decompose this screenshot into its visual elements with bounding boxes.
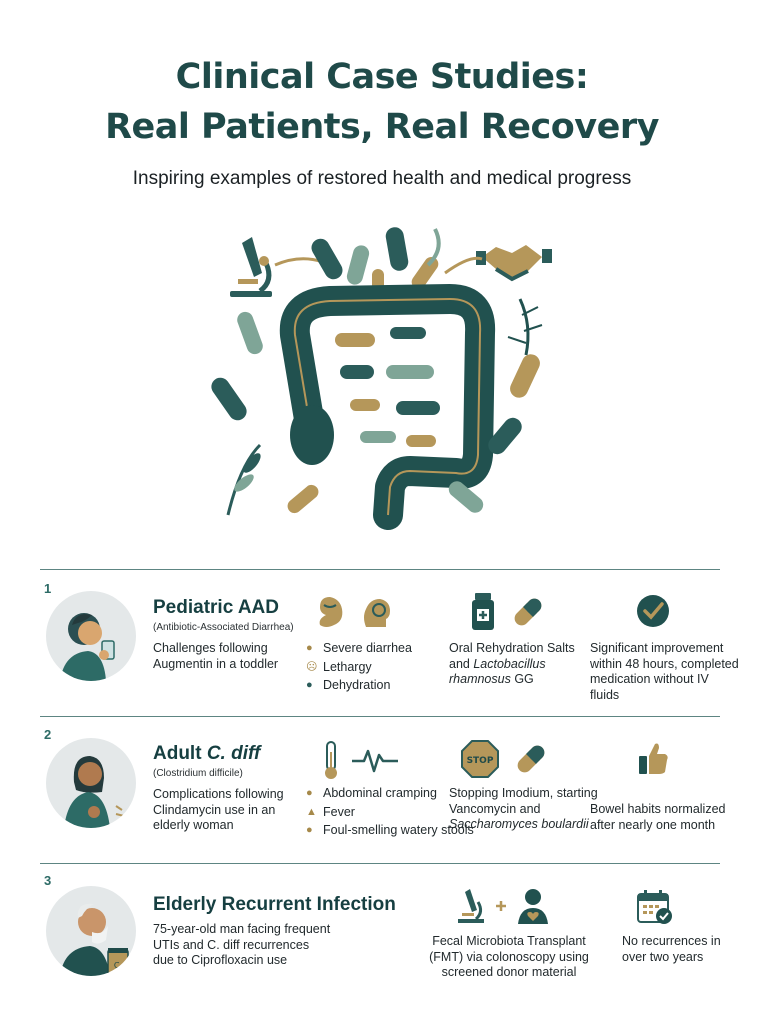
- stool-icon: ●: [306, 824, 313, 836]
- capsule-icon: [517, 745, 545, 773]
- flame-icon: ▲: [306, 805, 317, 818]
- case-description: Challenges following Augmentin in a todd…: [153, 641, 279, 671]
- divider: [40, 569, 720, 570]
- stomach-icon: ●: [306, 642, 313, 654]
- list-item: ▲Fever: [306, 804, 355, 819]
- list-item: ●Foul-smelling watery stools: [306, 823, 474, 837]
- case-number: 1: [44, 581, 52, 596]
- stop-sign-icon: STOP: [461, 740, 499, 778]
- case-title: Adult C. diff: [153, 743, 261, 764]
- page-title-line-2: Real Patients, Real Recovery: [105, 107, 659, 147]
- heartbeat-icon: [352, 749, 398, 773]
- list-item: ●Dehydration: [306, 678, 391, 692]
- treatment-text: Stopping Imodium, starting Vancomycin an…: [449, 786, 598, 831]
- medicine-bottle-icon: [472, 593, 494, 630]
- treatment-icons: [456, 888, 550, 924]
- case-title: Elderly Recurrent Infection: [153, 894, 396, 915]
- divider: [40, 716, 720, 717]
- handshake-icon: [476, 245, 552, 282]
- stomach-icon: [319, 597, 343, 627]
- outcome-text: No recurrences in over two years: [622, 934, 721, 964]
- calendar-check-icon: [637, 890, 672, 924]
- svg-text:C.: C.: [114, 961, 122, 970]
- symptom-icons: [322, 740, 398, 780]
- symptom-list: ●Abdominal cramping ▲Fever ●Foul-smellin…: [306, 786, 474, 842]
- list-item: ☹Lethargy: [306, 659, 372, 674]
- divider: [40, 863, 720, 864]
- outcome-text: Bowel habits normalized after nearly one…: [590, 802, 726, 832]
- page-subtitle: Inspiring examples of restored health an…: [132, 168, 632, 189]
- colon-shape: [279, 284, 496, 530]
- head-icon: [364, 599, 390, 627]
- check-circle-icon: [637, 595, 669, 627]
- page-title-line-1: Clinical Case Studies:: [175, 57, 589, 97]
- case-title: Pediatric AAD: [153, 597, 279, 618]
- case-number: 2: [44, 727, 52, 742]
- treatment-icons: [470, 592, 548, 632]
- treatment-text: Oral Rehydration Salts and Lactobacillus…: [449, 641, 575, 686]
- avatar: [46, 591, 136, 681]
- thermometer-icon: [325, 741, 337, 779]
- avatar: [46, 738, 136, 828]
- plus-icon: [496, 901, 506, 911]
- case-description: 75-year-old man facing frequent UTIs and…: [153, 922, 331, 967]
- case-number: 3: [44, 873, 52, 888]
- outcome-text: Significant improvement within 48 hours,…: [590, 641, 739, 702]
- thumbs-up-icon: [639, 743, 668, 774]
- donor-person-icon: [518, 889, 548, 924]
- microscope-icon: [458, 889, 484, 923]
- capsule-icon: [514, 598, 542, 626]
- list-item: ●Severe diarrhea: [306, 641, 412, 655]
- plant-icon: [226, 298, 543, 516]
- microscope-icon: [230, 237, 272, 297]
- sad-face-icon: ☹: [306, 660, 318, 673]
- colon-microbes-illustration: [211, 227, 552, 530]
- case-subtitle: (Clostridium difficile): [153, 768, 243, 779]
- stomach-icon: ●: [306, 787, 313, 799]
- symptom-icons: [312, 595, 394, 629]
- treatment-icons: STOP: [461, 739, 551, 779]
- list-item: ●Abdominal cramping: [306, 786, 437, 800]
- svg-text:STOP: STOP: [467, 756, 494, 766]
- case-subtitle: (Antibiotic-Associated Diarrhea): [153, 622, 294, 633]
- treatment-text: Fecal Microbiota Transplant (FMT) via co…: [429, 934, 589, 979]
- case-description: Complications following Clindamycin use …: [153, 787, 284, 832]
- symptom-list: ●Severe diarrhea ☹Lethargy ●Dehydration: [306, 641, 412, 697]
- avatar: C.: [46, 886, 136, 976]
- droplet-icon: ●: [306, 679, 313, 691]
